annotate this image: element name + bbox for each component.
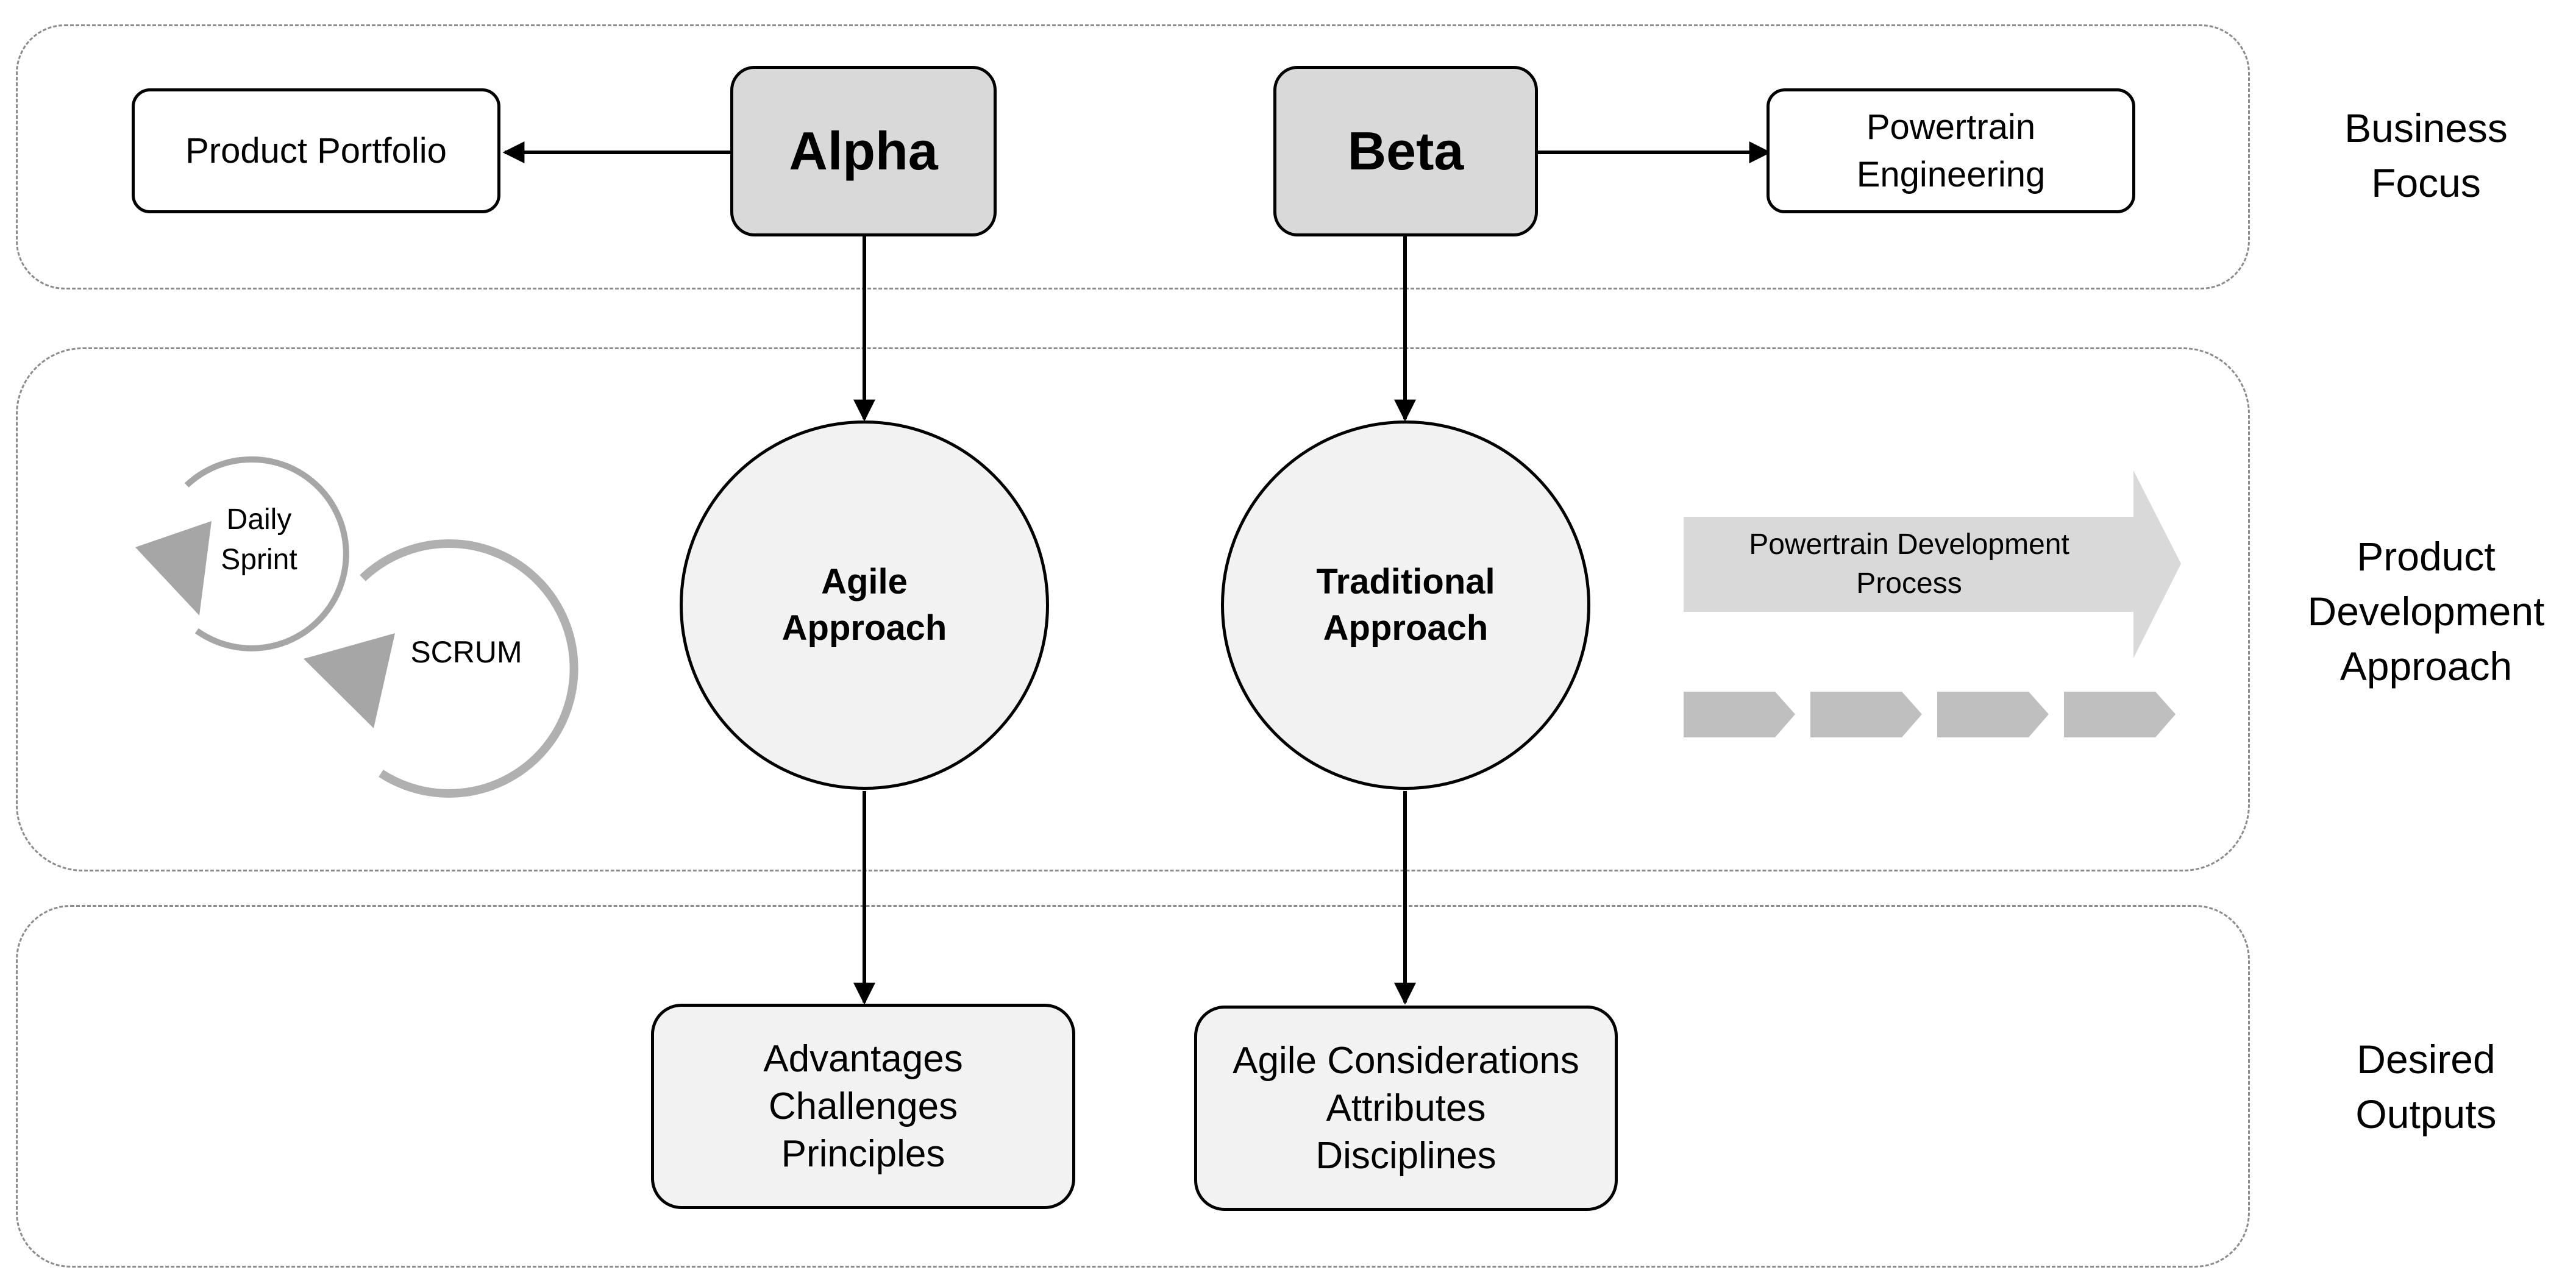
powertrain-engineering-box: Powertrain Engineering <box>1767 88 2135 213</box>
process-step-3-chevron <box>1937 692 2049 737</box>
scrum-cycle-icon <box>360 539 578 798</box>
agile-approach-circle: Agile Approach <box>680 420 1049 790</box>
business-focus-label: Business Focus <box>2344 105 2508 205</box>
beta-outputs-box: Agile Considerations Attributes Discipli… <box>1194 1006 1618 1211</box>
process-step-4-chevron <box>2064 692 2176 737</box>
alpha-box: Alpha <box>730 66 997 236</box>
daily-sprint-cycle-arrowhead <box>135 521 212 616</box>
alpha-outputs-box: Advantages Challenges Principles <box>651 1004 1075 1209</box>
desired-outputs-label: Desired Outputs <box>2355 1037 2497 1137</box>
business-focus-band <box>16 24 2250 289</box>
product-development-band <box>16 347 2250 871</box>
beta-box: Beta <box>1273 66 1538 236</box>
desired-outputs-band <box>16 905 2250 1268</box>
product-portfolio-box: Product Portfolio <box>132 88 500 213</box>
scrum-label: SCRUM <box>410 635 522 669</box>
product-development-approach-label: Product Development Approach <box>2307 534 2545 689</box>
daily-sprint-label: Daily Sprint <box>221 503 297 576</box>
traditional-approach-circle: Traditional Approach <box>1221 420 1590 790</box>
powertrain-development-process-label: Powertrain Development Process <box>1749 528 2069 600</box>
process-big-arrow <box>1684 470 2181 658</box>
process-step-1-chevron <box>1684 692 1795 737</box>
daily-sprint-cycle-icon <box>184 456 349 651</box>
scrum-cycle-arrowhead <box>304 633 395 728</box>
process-step-2-chevron <box>1810 692 1922 737</box>
